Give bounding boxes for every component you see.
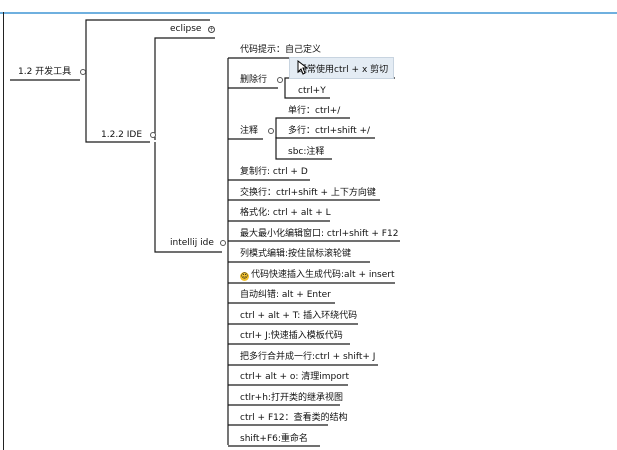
node-column-edit[interactable]: 列模式编辑:按住鼠标滚轮键 — [240, 249, 352, 259]
node-delete-sub-cut[interactable]: 通常使用ctrl + x 剪切 — [298, 65, 389, 75]
left-border-line — [3, 12, 4, 450]
node-collapse-toggle[interactable] — [220, 240, 226, 246]
node-comment-multi[interactable]: 多行：ctrl+shift +/ — [288, 126, 371, 136]
node-format[interactable]: 格式化: ctrl + alt + L — [240, 208, 331, 218]
node-delete-sub-ctrl-y[interactable]: ctrl+Y — [298, 86, 326, 96]
emoji-icon: ☺ — [240, 272, 249, 281]
node-join-lines[interactable]: 把多行合并成一行:ctrl + shift+ J — [240, 352, 376, 362]
node-template[interactable]: ctrl+ J:快速插入模板代码 — [240, 331, 343, 341]
node-quick-insert-label: 代码快速插入生成代码:alt + insert — [251, 270, 395, 280]
node-clean-import[interactable]: ctrl+ alt + o: 清理import — [240, 372, 350, 382]
node-eclipse[interactable]: eclipse — [170, 24, 202, 34]
top-bar — [0, 0, 617, 14]
node-swap-line[interactable]: 交换行：ctrl+shift + 上下方向键 — [240, 188, 376, 198]
node-collapse-toggle[interactable] — [268, 128, 274, 134]
expand-plus-icon[interactable]: + — [208, 26, 215, 33]
node-collapse-toggle[interactable] — [80, 69, 86, 75]
node-comment-sbc[interactable]: sbc:注释 — [288, 147, 325, 157]
mouse-cursor-icon — [297, 60, 309, 75]
node-delete-line[interactable]: 删除行 — [240, 75, 268, 85]
node-surround[interactable]: ctrl + alt + T: 插入环绕代码 — [240, 311, 358, 321]
node-quick-insert[interactable]: ☺代码快速插入生成代码:alt + insert — [238, 270, 397, 281]
node-comment[interactable]: 注释 — [240, 126, 259, 136]
node-code-hint[interactable]: 代码提示：自己定义 — [240, 45, 322, 55]
node-auto-fix[interactable]: 自动纠错: alt + Enter — [240, 290, 331, 300]
node-collapse-toggle[interactable] — [277, 77, 283, 83]
node-comment-single[interactable]: 单行：ctrl+/ — [288, 106, 341, 116]
node-rename[interactable]: shift+F6:重命名 — [240, 434, 308, 444]
node-dev-tools[interactable]: 1.2 开发工具 — [18, 67, 72, 77]
node-collapse-toggle[interactable] — [150, 132, 156, 138]
node-intellij[interactable]: intellij ide — [170, 238, 214, 248]
node-structure[interactable]: ctrl + F12：查看类的结构 — [240, 413, 348, 423]
node-ide[interactable]: 1.2.2 IDE — [101, 130, 143, 140]
node-copy-line[interactable]: 复制行: ctrl + D — [240, 167, 308, 177]
selected-node-highlight — [289, 57, 394, 79]
node-hierarchy[interactable]: ctlr+h:打开类的继承视图 — [240, 393, 343, 403]
node-maximize[interactable]: 最大最小化编辑窗口: ctrl+shift + F12 — [240, 229, 399, 239]
